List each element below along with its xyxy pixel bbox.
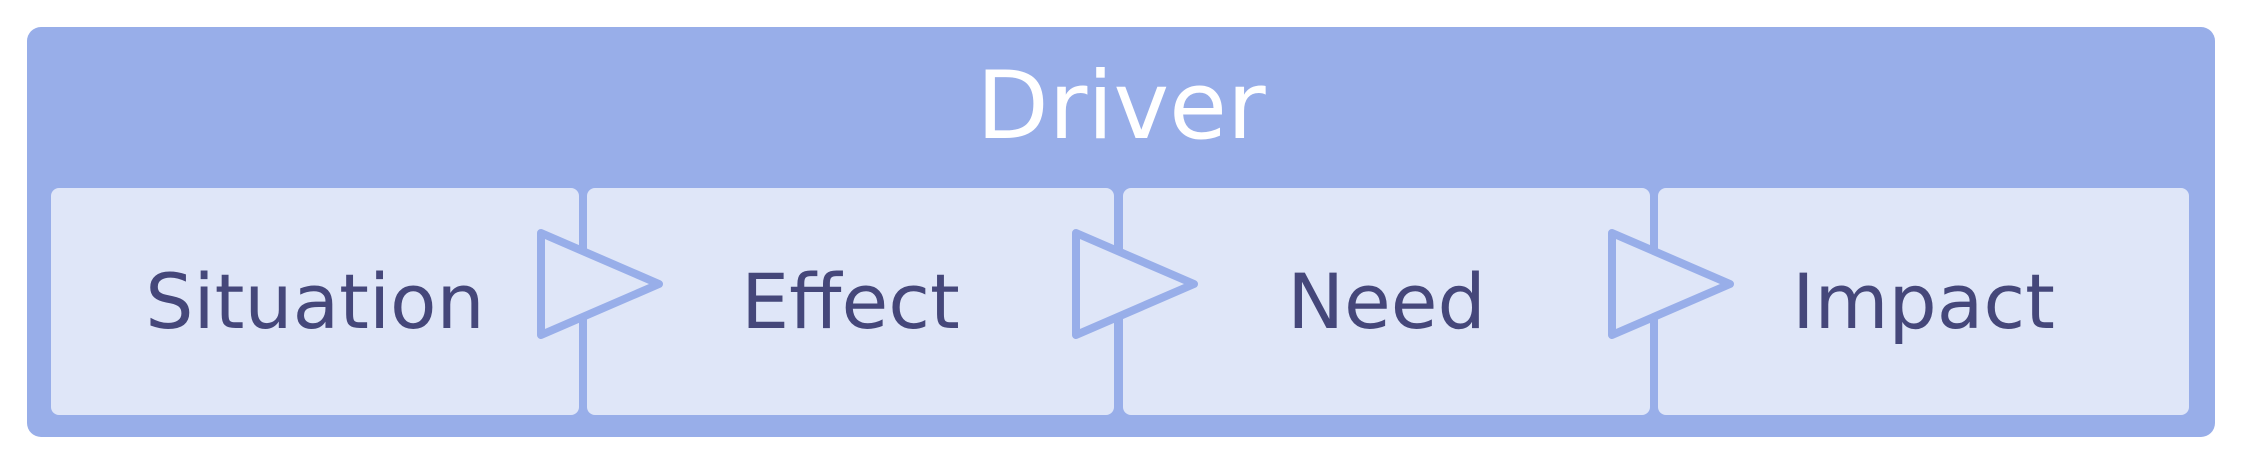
- diagram-title: Driver: [27, 27, 2215, 187]
- step-situation-label: Situation: [145, 256, 485, 346]
- step-need-label: Need: [1287, 256, 1486, 346]
- driver-container: Driver Situation Effect Need Impact: [27, 27, 2215, 437]
- step-effect-label: Effect: [741, 256, 960, 346]
- step-need: Need: [1123, 188, 1650, 415]
- step-situation: Situation: [51, 188, 579, 415]
- triangle-arrow-icon: [1072, 229, 1198, 339]
- triangle-arrow-icon: [537, 229, 663, 339]
- step-impact-label: Impact: [1792, 256, 2055, 346]
- step-impact: Impact: [1658, 188, 2189, 415]
- step-effect: Effect: [587, 188, 1114, 415]
- diagram-title-text: Driver: [976, 52, 1266, 161]
- triangle-arrow-icon: [1608, 229, 1734, 339]
